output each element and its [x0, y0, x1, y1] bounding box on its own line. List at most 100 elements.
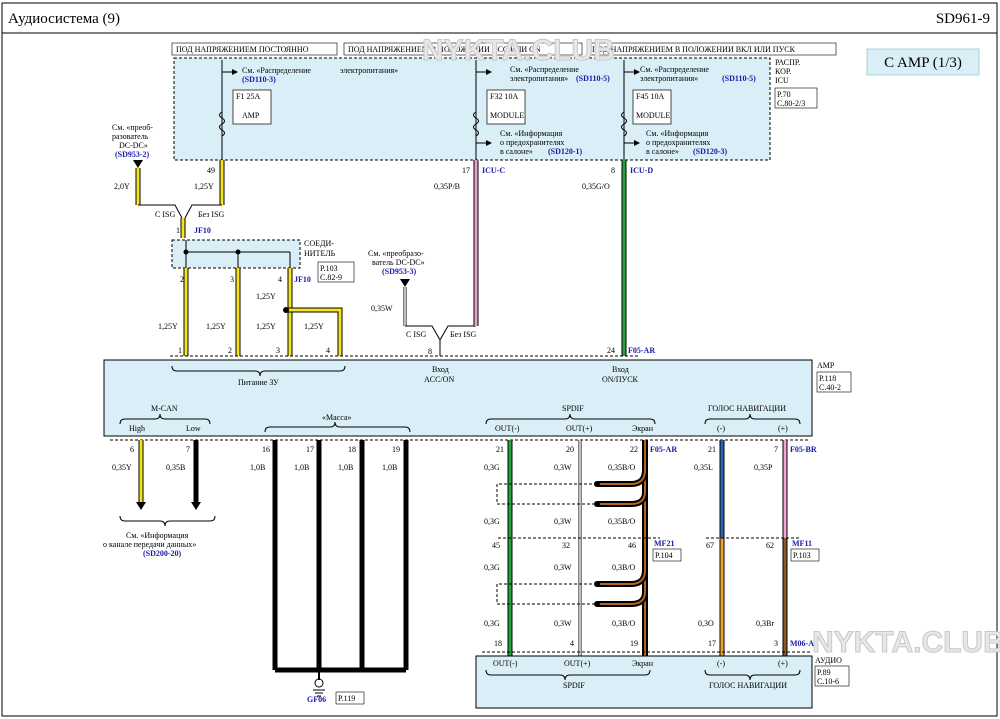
svg-text:разователь: разователь — [112, 132, 149, 141]
svg-text:См. «преобразо-: См. «преобразо- — [368, 249, 424, 258]
svg-text:0,3G: 0,3G — [484, 563, 500, 572]
svg-text:Экран: Экран — [632, 424, 654, 433]
pin-8: 8 — [611, 166, 615, 175]
svg-text:MODULE: MODULE — [636, 111, 670, 120]
joint-connector-jf10 — [171, 239, 301, 269]
audio-unit — [475, 655, 813, 709]
svg-text:2: 2 — [228, 346, 232, 355]
svg-text:0,3W: 0,3W — [554, 517, 572, 526]
svg-text:1: 1 — [176, 226, 180, 235]
svg-text:о предохранителях: о предохранителях — [646, 138, 710, 147]
svg-text:24: 24 — [607, 346, 615, 355]
svg-text:См. «Распределение: См. «Распределение — [242, 66, 311, 75]
svg-text:45: 45 — [492, 541, 500, 550]
svg-text:СОЕДИ-: СОЕДИ- — [304, 239, 334, 248]
svg-text:См. «преоб-: См. «преоб- — [112, 123, 153, 132]
svg-text:1,25Y: 1,25Y — [206, 322, 226, 331]
svg-text:(SD110-3): (SD110-3) — [242, 75, 276, 84]
svg-text:Вход: Вход — [432, 365, 449, 374]
svg-text:2,0Y: 2,0Y — [114, 182, 130, 191]
svg-text:F05-BR: F05-BR — [790, 445, 817, 454]
svg-text:0,3B/O: 0,3B/O — [612, 619, 636, 628]
svg-text:С ISG: С ISG — [155, 210, 175, 219]
svg-text:OUT(+): OUT(+) — [564, 659, 591, 668]
svg-text:4: 4 — [278, 275, 282, 284]
svg-text:3: 3 — [276, 346, 280, 355]
svg-text:(SD200-20): (SD200-20) — [143, 549, 182, 558]
ground-gf06: GF06 — [307, 695, 326, 704]
svg-text:M06-A: M06-A — [790, 639, 814, 648]
svg-text:F1 25A: F1 25A — [236, 92, 260, 101]
fuse-column-3: См. «Распределение электропитания» (SD11… — [621, 60, 756, 160]
wire-nav — [706, 440, 800, 656]
svg-text:JF10: JF10 — [194, 226, 211, 235]
svg-text:16: 16 — [262, 445, 270, 454]
svg-text:0,35Y: 0,35Y — [112, 463, 132, 472]
svg-text:0,3B/O: 0,3B/O — [612, 563, 636, 572]
svg-text:46: 46 — [628, 541, 636, 550]
svg-text:(+): (+) — [778, 424, 788, 433]
svg-text:1,25Y: 1,25Y — [194, 182, 214, 191]
svg-text:См. «Распределение: См. «Распределение — [640, 65, 709, 74]
svg-text:0,35G/O: 0,35G/O — [582, 182, 610, 191]
svg-text:MF11: MF11 — [792, 539, 812, 548]
svg-text:8: 8 — [428, 347, 432, 356]
svg-text:P.89: P.89 — [817, 668, 831, 677]
svg-text:1,25Y: 1,25Y — [256, 292, 276, 301]
svg-text:электропитания»: электропитания» — [510, 74, 568, 83]
svg-text:в салоне»: в салоне» — [500, 147, 533, 156]
svg-text:Экран: Экран — [632, 659, 654, 668]
svg-text:AMP: AMP — [817, 361, 835, 370]
svg-text:67: 67 — [706, 541, 714, 550]
svg-text:OUT(-): OUT(-) — [495, 424, 520, 433]
svg-text:MF21: MF21 — [654, 539, 674, 548]
svg-text:F45 10A: F45 10A — [636, 92, 664, 101]
svg-text:0,35B/O: 0,35B/O — [608, 517, 636, 526]
fuse-box-ref-2: C.80-2/3 — [777, 99, 805, 108]
svg-text:P.118: P.118 — [819, 374, 836, 383]
svg-text:OUT(-): OUT(-) — [493, 659, 518, 668]
svg-text:1,25Y: 1,25Y — [256, 322, 276, 331]
svg-text:0,3O: 0,3O — [698, 619, 714, 628]
svg-text:19: 19 — [630, 639, 638, 648]
svg-text:(SD953-2): (SD953-2) — [115, 150, 150, 159]
svg-text:о предохранителях: о предохранителях — [500, 138, 564, 147]
svg-text:P.104: P.104 — [655, 551, 673, 560]
power-acc-label: ПОД НАПРЯЖЕНИЕМ В ПОЛОЖЕНИИ ACC ИЛИ ON — [348, 45, 541, 54]
svg-text:18: 18 — [494, 639, 502, 648]
circuit-badge — [866, 48, 980, 76]
svg-text:OUT(+): OUT(+) — [566, 424, 593, 433]
svg-text:F05-AR: F05-AR — [650, 445, 677, 454]
svg-text:электропитания»: электропитания» — [640, 74, 698, 83]
page-title: Аудиосистема (9) — [8, 11, 120, 27]
amp-unit — [103, 359, 813, 437]
svg-text:3: 3 — [230, 275, 234, 284]
svg-text:18: 18 — [348, 445, 356, 454]
svg-text:6: 6 — [130, 445, 134, 454]
svg-text:21: 21 — [708, 445, 716, 454]
circuit-badge-text: C AMP (1/3) — [884, 55, 962, 71]
svg-text:0,35W: 0,35W — [371, 304, 393, 313]
svg-text:Low: Low — [186, 424, 201, 433]
svg-text:0,3W: 0,3W — [554, 463, 572, 472]
svg-text:(SD120-1): (SD120-1) — [548, 147, 583, 156]
svg-text:(-): (-) — [717, 659, 725, 668]
svg-text:2: 2 — [180, 275, 184, 284]
svg-text:F32 10A: F32 10A — [490, 92, 518, 101]
svg-text:1,0B: 1,0B — [382, 463, 397, 472]
svg-text:P.103: P.103 — [793, 551, 811, 560]
svg-text:P.119: P.119 — [338, 694, 355, 703]
svg-text:0,35P/B: 0,35P/B — [434, 182, 460, 191]
fuse-column-1: См. «Распределение электропитания» (SD11… — [219, 60, 398, 160]
svg-text:(SD110-5): (SD110-5) — [576, 74, 610, 83]
svg-text:M-CAN: M-CAN — [151, 404, 178, 413]
power-constant-label: ПОД НАПРЯЖЕНИЕМ ПОСТОЯННО — [176, 45, 309, 54]
svg-text:P.103: P.103 — [320, 264, 338, 273]
svg-text:1,0B: 1,0B — [294, 463, 309, 472]
fuse-box-label-2: КОР. — [775, 67, 791, 76]
svg-text:(+): (+) — [778, 659, 788, 668]
wire-yellow-top — [135, 160, 225, 238]
svg-text:62: 62 — [766, 541, 774, 550]
svg-text:(SD110-5): (SD110-5) — [722, 74, 756, 83]
svg-text:0,3G: 0,3G — [484, 463, 500, 472]
